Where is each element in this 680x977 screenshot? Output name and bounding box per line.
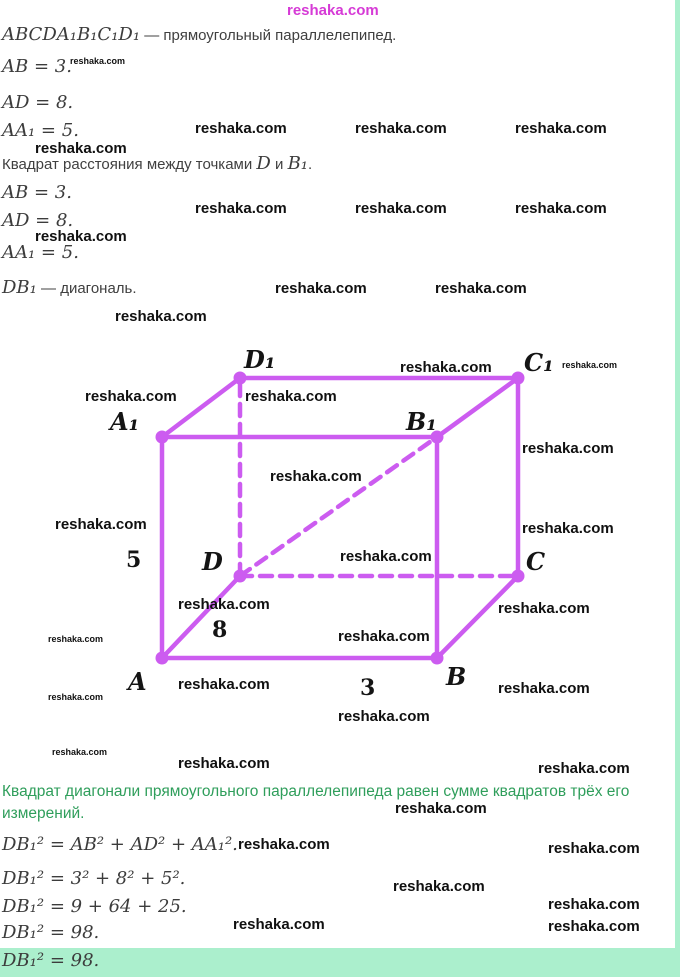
vertex-dot-c <box>511 569 525 583</box>
equation-substituted: DB₁² = 3² + 8² + 5². <box>2 868 185 889</box>
vertex-label-d: D <box>201 547 223 576</box>
dim-height-5: 5 <box>126 547 141 573</box>
restate-ab: AB = 3. <box>2 182 72 203</box>
given-ad: AD = 8. <box>2 92 73 113</box>
point-d: D <box>256 153 271 174</box>
watermark: reshaka.com <box>393 878 485 895</box>
dim-depth-8: 8 <box>212 617 227 643</box>
given-ab: AB = 3. <box>2 56 72 77</box>
final-answer-math: DB₁² = 98. <box>2 950 100 971</box>
vertex-label-c1: C₁ <box>524 348 554 377</box>
watermark: reshaka.com <box>355 200 447 217</box>
equation-formula: DB₁² = AB² + AD² + AA₁². <box>2 834 238 855</box>
watermark: reshaka.com <box>538 760 630 777</box>
watermark: reshaka.com <box>287 2 379 19</box>
watermark: reshaka.com <box>52 747 108 757</box>
equation-result: DB₁² = 98. <box>2 922 99 943</box>
watermark: reshaka.com <box>435 280 527 297</box>
watermark: reshaka.com <box>355 120 447 137</box>
answer-highlight-band <box>0 948 680 977</box>
statement-parallelepiped: ABCDA₁B₁C₁D₁ — прямоугольный параллелепи… <box>2 24 396 45</box>
vertex-label-b: B <box>445 662 466 691</box>
edge-a1d1 <box>159 375 243 440</box>
watermark: reshaka.com <box>233 916 325 933</box>
final-answer: DB₁² = 98. <box>2 950 99 971</box>
watermark: reshaka.com <box>115 308 207 325</box>
given-ad-math: AD = 8. <box>2 92 74 113</box>
point-b1: B₁ <box>287 153 309 174</box>
diagonal-definition: DB₁ — диагональ. <box>2 277 137 298</box>
vertex-dot-b <box>430 651 444 665</box>
watermark: reshaka.com <box>70 56 126 66</box>
edge-ad <box>159 573 243 661</box>
restate-aa1: AA₁ = 5. <box>2 242 79 263</box>
vertex-dot-a1 <box>155 430 169 444</box>
explanation-paragraph: Квадрат диагонали прямоугольного паралле… <box>2 783 630 823</box>
vertex-label-b1: B₁ <box>405 407 437 436</box>
diagonal-math: DB₁ <box>2 277 37 298</box>
restate-aa1-math: AA₁ = 5. <box>2 242 79 263</box>
given-aa1-math: AA₁ = 5. <box>2 120 79 141</box>
given-aa1: AA₁ = 5. <box>2 120 79 141</box>
watermark: reshaka.com <box>195 200 287 217</box>
watermark: reshaka.com <box>548 896 640 913</box>
vertex-dot-a <box>155 651 169 665</box>
statement-text: — прямоугольный параллелепипед. <box>140 27 397 44</box>
vertex-dot-b1 <box>430 430 444 444</box>
edge-b1c1 <box>434 375 521 440</box>
vertex-dot-d <box>233 569 247 583</box>
vertex-dot-c1 <box>511 371 525 385</box>
watermark: reshaka.com <box>515 120 607 137</box>
diagonal-text: — диагональ. <box>36 280 137 297</box>
watermark: reshaka.com <box>548 918 640 935</box>
vertex-label-a: A <box>126 667 147 696</box>
watermark: reshaka.com <box>515 200 607 217</box>
watermark: reshaka.com <box>238 836 330 853</box>
restate-ad-math: AD = 8. <box>2 210 74 231</box>
restate-ab-math: AB = 3. <box>2 182 72 203</box>
vertex-label-d1: D₁ <box>243 345 275 374</box>
watermark: reshaka.com <box>178 755 270 772</box>
equation-formula-math: DB₁² = AB² + AD² + AA₁². <box>2 834 238 855</box>
diagonal-db1 <box>237 434 440 579</box>
vertex-dot-d1 <box>233 371 247 385</box>
vertex-label-c: C <box>526 547 545 576</box>
question-text-3: . <box>308 156 313 173</box>
given-ab-math: AB = 3. <box>2 56 72 77</box>
edge-bc <box>434 573 521 661</box>
equation-expanded: DB₁² = 9 + 64 + 25. <box>2 896 187 917</box>
statement-math: ABCDA₁B₁C₁D₁ <box>2 24 141 45</box>
watermark: reshaka.com <box>548 840 640 857</box>
question-text-2: и <box>270 156 288 173</box>
watermark: reshaka.com <box>195 120 287 137</box>
question-line: Квадрат расстояния между точками D и B₁. <box>2 153 312 174</box>
dim-width-3: 3 <box>360 675 375 701</box>
equation-substituted-math: DB₁² = 3² + 8² + 5². <box>2 868 186 889</box>
watermark: reshaka.com <box>275 280 367 297</box>
parallelepiped-figure: D₁ C₁ A₁ B₁ D C A B 5 8 3 <box>108 345 554 701</box>
vertex-label-a1: A₁ <box>108 407 139 436</box>
restate-ad: AD = 8. <box>2 210 73 231</box>
equation-result-math: DB₁² = 98. <box>2 922 100 943</box>
equation-expanded-math: DB₁² = 9 + 64 + 25. <box>2 896 187 917</box>
question-text-1: Квадрат расстояния между точками <box>2 156 257 173</box>
right-edge-highlight <box>675 0 680 977</box>
